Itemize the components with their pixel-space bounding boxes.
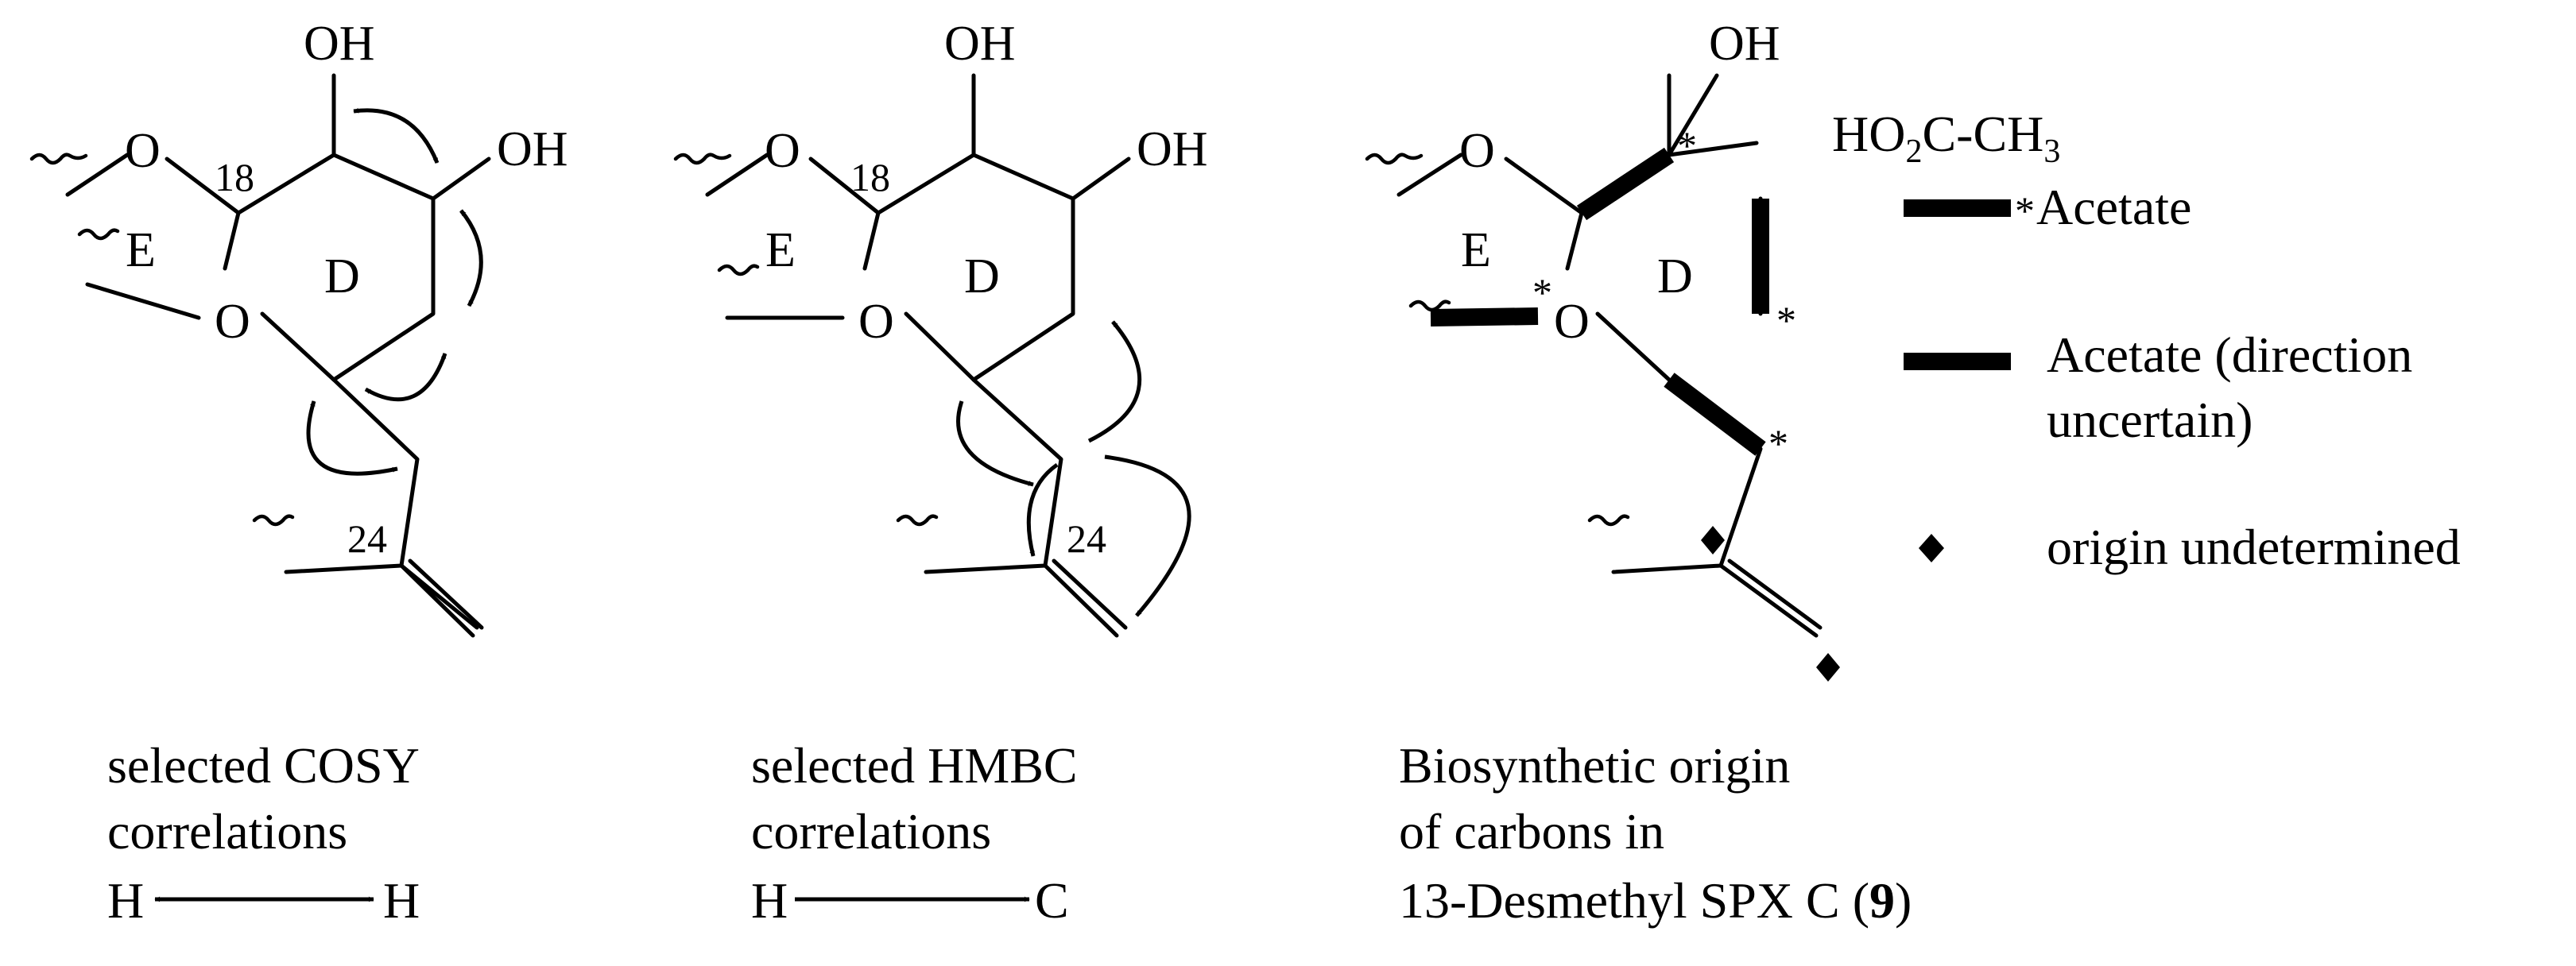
cosy-caption-line2: correlations [107,803,347,860]
bio-o-top: O [1459,124,1495,178]
legend-star: * [2015,188,2035,233]
cosy-c18: 18 [215,155,254,199]
bio-caption-line1: Biosynthetic origin [1399,737,1790,794]
legend-undetermined: origin undetermined [1919,519,2461,575]
legend-acetate-uncertain-line1: Acetate (direction [2047,327,2412,383]
hmbc-ring-e: E [765,223,796,277]
hmbc-caption-line1: selected HMBC [751,737,1078,794]
cosy-oh-2: OH [497,122,568,176]
bio-wavy-vinyl [1587,514,1630,527]
hmbc-o-top: O [765,124,800,178]
bio-star-4: * [1768,421,1788,466]
cosy-panel: O O OH OH 18 24 E D selected COSY correl… [29,17,568,929]
legend-acetate-uncertain-line2: uncertain) [2047,392,2253,448]
legend-reagent: HO2C-CH3 [1832,106,2060,170]
compound-number: 9 [1869,872,1895,929]
cosy-key-h-right: H [383,872,420,929]
legend-acetate-uncertain: Acetate (direction uncertain) [1904,327,2412,448]
bio-caption-line2: of carbons in [1399,803,1664,860]
bio-ring-d: D [1657,249,1693,303]
cosy-key-h-left: H [107,872,144,929]
cosy-arrows [306,107,483,476]
cosy-ring-d: D [324,249,360,303]
cosy-atom-labels: O O OH OH 18 24 E D [125,17,568,561]
hmbc-oh-1: OH [944,17,1016,71]
legend-acetate: * Acetate [1904,179,2191,235]
hmbc-key-h: H [751,872,788,929]
hmbc-o-bottom: O [858,295,894,349]
hmbc-c18: 18 [850,155,890,199]
hmbc-key: H C [751,872,1069,929]
hmbc-panel: O O OH OH 18 24 E D selected HMBC correl… [673,17,1208,929]
hmbc-skeleton [705,73,1131,638]
bio-diamond-2 [1816,653,1840,682]
bio-wavy-bonds [1365,153,1451,312]
legend: HO2C-CH3 * Acetate Acetate (direction un… [1832,106,2461,575]
bio-o-bottom: O [1554,295,1590,349]
cosy-wavy-vinyl [252,514,295,527]
cosy-o-top: O [125,124,161,178]
hmbc-caption: selected HMBC correlations H C [751,737,1078,929]
hmbc-oh-2: OH [1137,122,1208,176]
cosy-o-bottom: O [215,295,250,349]
bio-atom-labels: O O OH E D * * * * [1459,17,1796,466]
hmbc-wavy-vinyl [896,514,939,527]
legend-acetate-label: Acetate [2036,179,2191,235]
bio-acetate-bonds [1430,147,1769,456]
cosy-caption-line1: selected COSY [107,737,420,794]
bio-oh: OH [1709,17,1780,71]
cosy-ring-e: E [126,223,156,277]
cosy-oh-1: OH [304,17,375,71]
legend-undetermined-label: origin undetermined [2047,519,2461,575]
bio-star-2: * [1532,270,1552,315]
bio-caption-line3: 13-Desmethyl SPX C (9) [1399,872,1912,929]
hmbc-wavy-bonds [673,153,760,276]
bio-ring-e: E [1461,223,1491,277]
bio-diamond-1 [1701,526,1725,554]
cosy-caption: selected COSY correlations H H [107,737,420,929]
bio-caption: Biosynthetic origin of carbons in 13-Des… [1399,737,1912,929]
legend-diamond [1919,534,1944,562]
biosynthesis-panel: O O OH E D * * * * Biosynthetic origin o… [1365,17,1912,929]
bio-star-1: * [1677,123,1697,168]
bio-undetermined-markers [1701,526,1840,682]
hmbc-key-c: C [1035,872,1069,929]
hmbc-c24: 24 [1067,516,1106,561]
bio-star-3: * [1776,298,1796,342]
hmbc-arrows [956,320,1191,617]
cosy-key: H H [107,872,420,929]
cosy-wavy-bonds [29,153,120,241]
hmbc-caption-line2: correlations [751,803,991,860]
cosy-c24: 24 [347,516,387,561]
hmbc-ring-d: D [964,249,1000,303]
hmbc-atom-labels: O O OH OH 18 24 E D [765,17,1208,561]
